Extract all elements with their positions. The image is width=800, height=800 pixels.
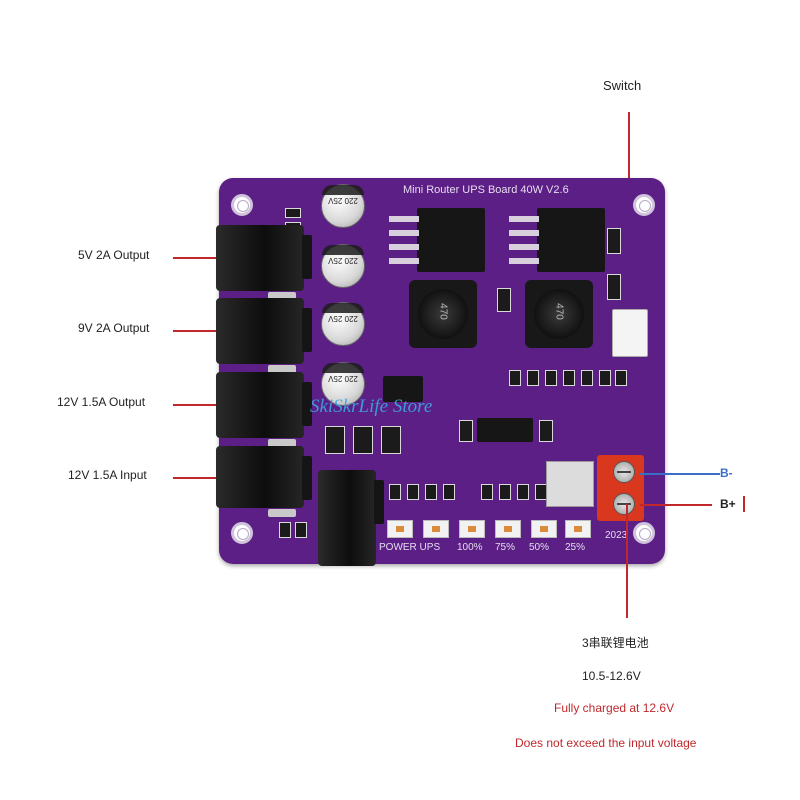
silk-level-75: 75% [495, 542, 516, 553]
board-title: Mini Router UPS Board 40W V2.6 [403, 184, 569, 196]
mount-hole-bottom-left [231, 522, 253, 544]
mount-hole-top-left [231, 194, 253, 216]
dc-jack-5v-output [216, 225, 312, 300]
b-plus-line [640, 504, 712, 506]
terminal-screw-minus [613, 461, 635, 483]
led-power [387, 520, 413, 538]
dc-jack-12v-output [216, 372, 312, 447]
output-9v-label: 9V 2A Output [78, 321, 150, 335]
silk-level-25: 25% [565, 542, 586, 553]
b-minus-label: B- [720, 466, 733, 480]
led-100 [459, 520, 485, 538]
battery-terminal [597, 455, 644, 521]
battery-callout-line [626, 504, 628, 618]
inductor-1: 470 [409, 280, 477, 348]
silk-power-ups: POWER UPS [379, 542, 441, 553]
battery-full-label: Fully charged at 12.6V [554, 701, 675, 715]
inductor-2: 470 [525, 280, 593, 348]
switch-connector [612, 309, 648, 357]
mount-hole-top-right [633, 194, 655, 216]
switch-label: Switch [603, 78, 642, 93]
led-25 [565, 520, 591, 538]
silk-level-100: 100% [457, 542, 483, 553]
b-plus-label: B+ [720, 497, 736, 511]
regulator-2 [537, 208, 605, 272]
dc-jack-12v-input [216, 446, 312, 517]
mosfet [383, 376, 423, 402]
controller-ic [477, 418, 533, 442]
battery-range-label: 10.5-12.6V [582, 669, 641, 683]
b-plus-marker [743, 496, 745, 512]
silk-year: 2023 [605, 530, 628, 541]
terminal-screw-plus [613, 493, 635, 515]
store-watermark: SkiSkrLife Store [310, 396, 433, 417]
output-12v-line [173, 404, 219, 406]
capacitor-3: 220 25V [321, 302, 365, 346]
dc-jack-bottom [318, 470, 384, 566]
regulator-1 [417, 208, 485, 272]
led-75 [495, 520, 521, 538]
output-5v-line [173, 257, 219, 259]
led-ups [423, 520, 449, 538]
output-9v-line [173, 330, 219, 332]
output-5v-label: 5V 2A Output [78, 248, 150, 262]
silk-level-50: 50% [529, 542, 550, 553]
mount-hole-bottom-right [633, 522, 655, 544]
dc-jack-9v-output [216, 298, 312, 373]
capacitor-1: 220 25V [321, 184, 365, 228]
battery-warning-label: Does not exceed the input voltage [515, 736, 697, 750]
b-minus-line [640, 473, 720, 475]
output-12v-label: 12V 1.5A Output [57, 395, 146, 409]
input-12v-line [173, 477, 219, 479]
led-50 [531, 520, 557, 538]
input-12v-label: 12V 1.5A Input [68, 468, 147, 482]
capacitor-4: 220 25V [321, 362, 365, 406]
battery-type-label: 3串联锂电池 [582, 636, 649, 650]
capacitor-2: 220 25V [321, 244, 365, 288]
heatsink [546, 461, 594, 507]
